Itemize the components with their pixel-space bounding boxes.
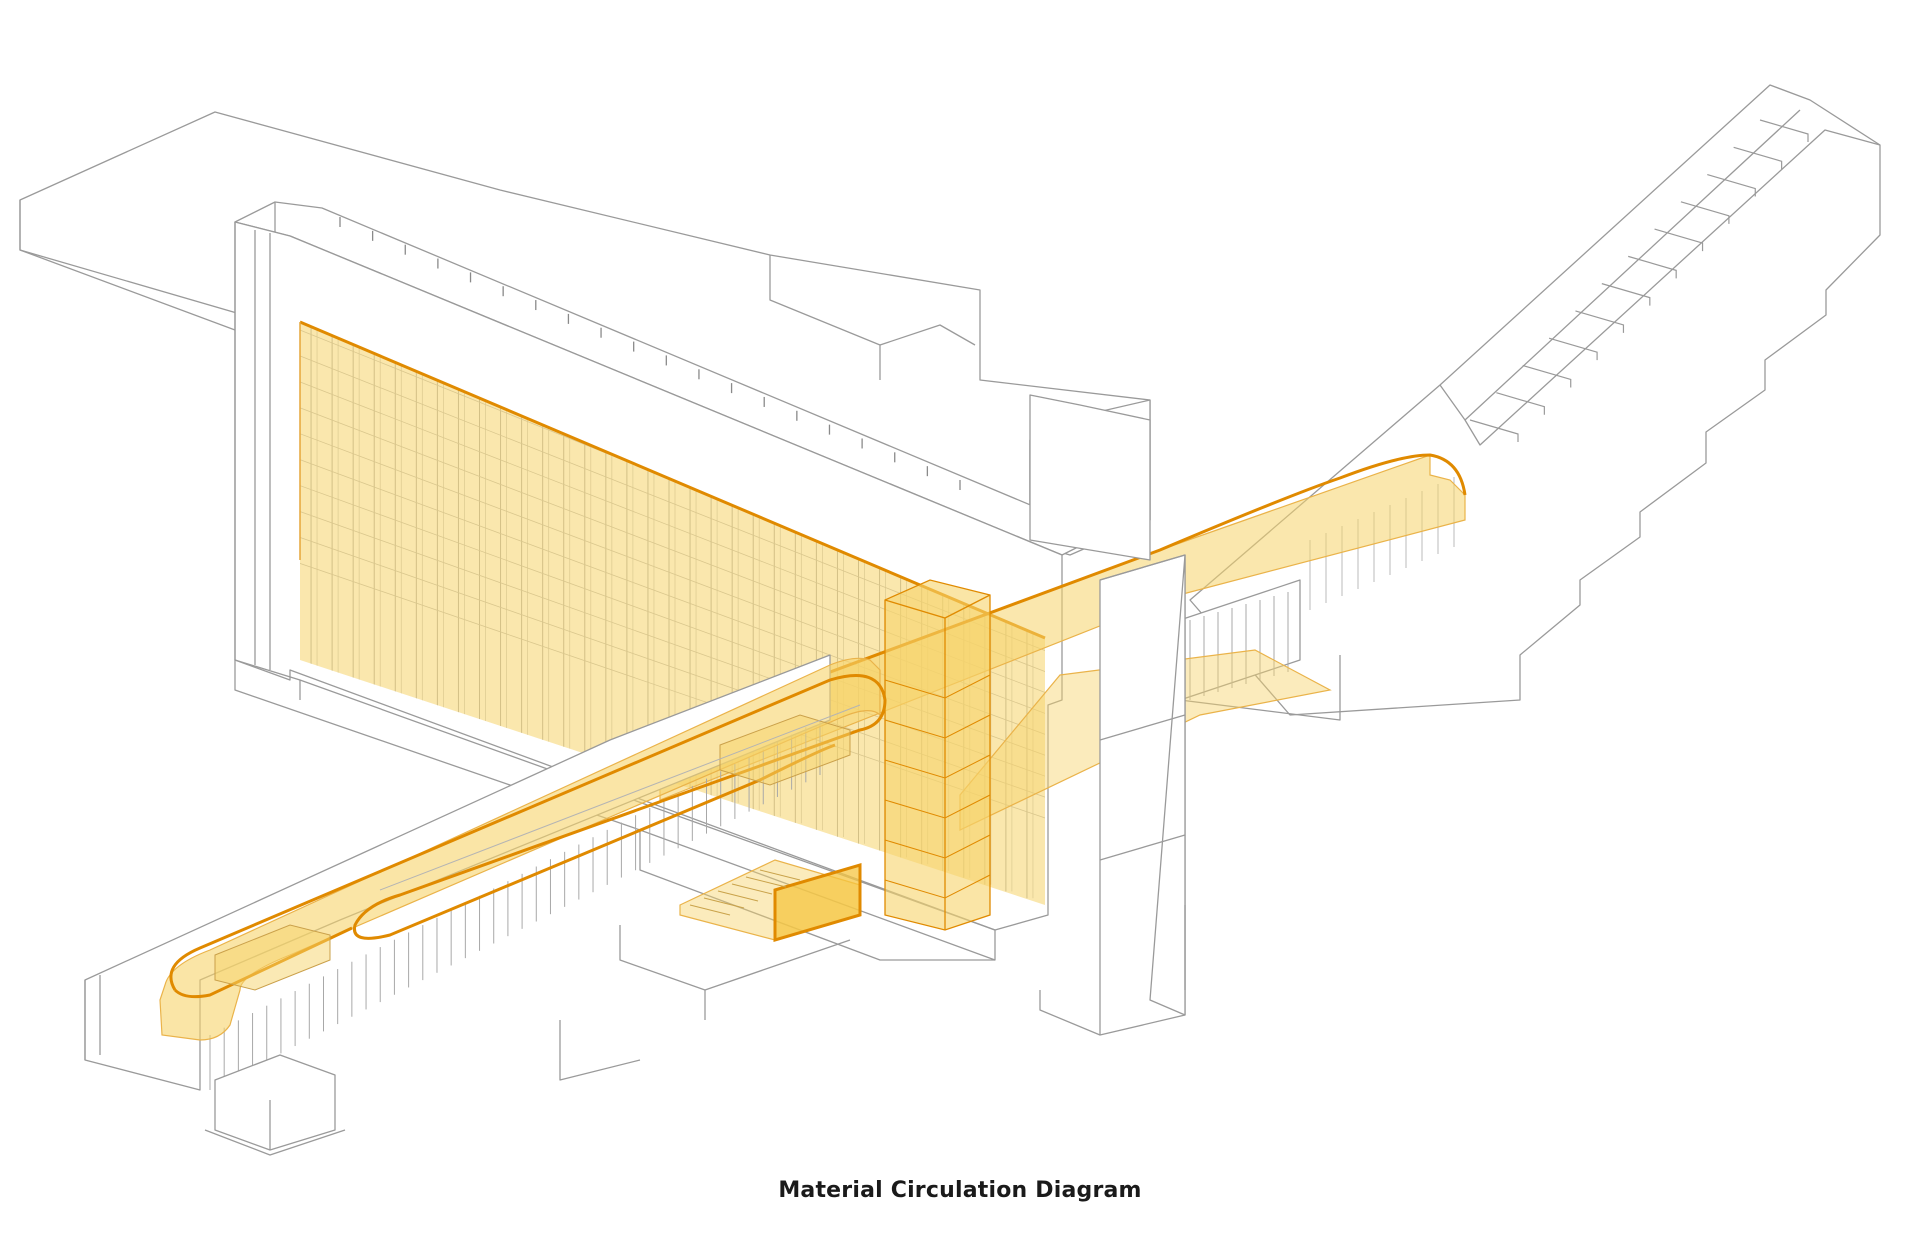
landing-step [759, 869, 801, 881]
ramp-step [1496, 392, 1545, 415]
landing-step [731, 883, 773, 895]
ramp-step [1680, 201, 1730, 224]
ramp-step [1601, 283, 1651, 306]
vertical-shaft-tower [1029, 394, 1186, 1036]
main-conveyor-arm [84, 654, 887, 1156]
ramp-steps [1469, 119, 1809, 442]
stepped-ramp-structure [1189, 84, 1881, 716]
ramp-step [1575, 310, 1625, 333]
ramp-step [1707, 173, 1756, 197]
lift-floor [884, 754, 991, 779]
lift-shaft-highlight [884, 579, 991, 931]
lift-floors [884, 674, 991, 899]
ramp-step [1733, 146, 1783, 170]
lift-floor [884, 714, 991, 739]
roof-pegs [339, 217, 961, 490]
ramp-step [1654, 228, 1704, 252]
landing-steps [689, 869, 801, 916]
ramp-step [1548, 337, 1598, 361]
lower-landing-block [679, 859, 862, 943]
ramp-step [1628, 255, 1677, 279]
lift-floor [884, 794, 991, 819]
landing-step [689, 904, 731, 916]
landing-step [717, 890, 759, 902]
lower-base-plinth [559, 925, 851, 1081]
lift-floor [884, 834, 991, 859]
landing-step [703, 897, 745, 909]
lift-floor [884, 674, 991, 699]
ramp-step [1522, 364, 1572, 388]
ramp-step [1759, 119, 1809, 142]
lift-floor [884, 874, 991, 899]
diagram-title: Material Circulation Diagram [778, 1178, 1142, 1203]
ramp-step [1469, 419, 1519, 442]
landing-step [745, 876, 787, 888]
